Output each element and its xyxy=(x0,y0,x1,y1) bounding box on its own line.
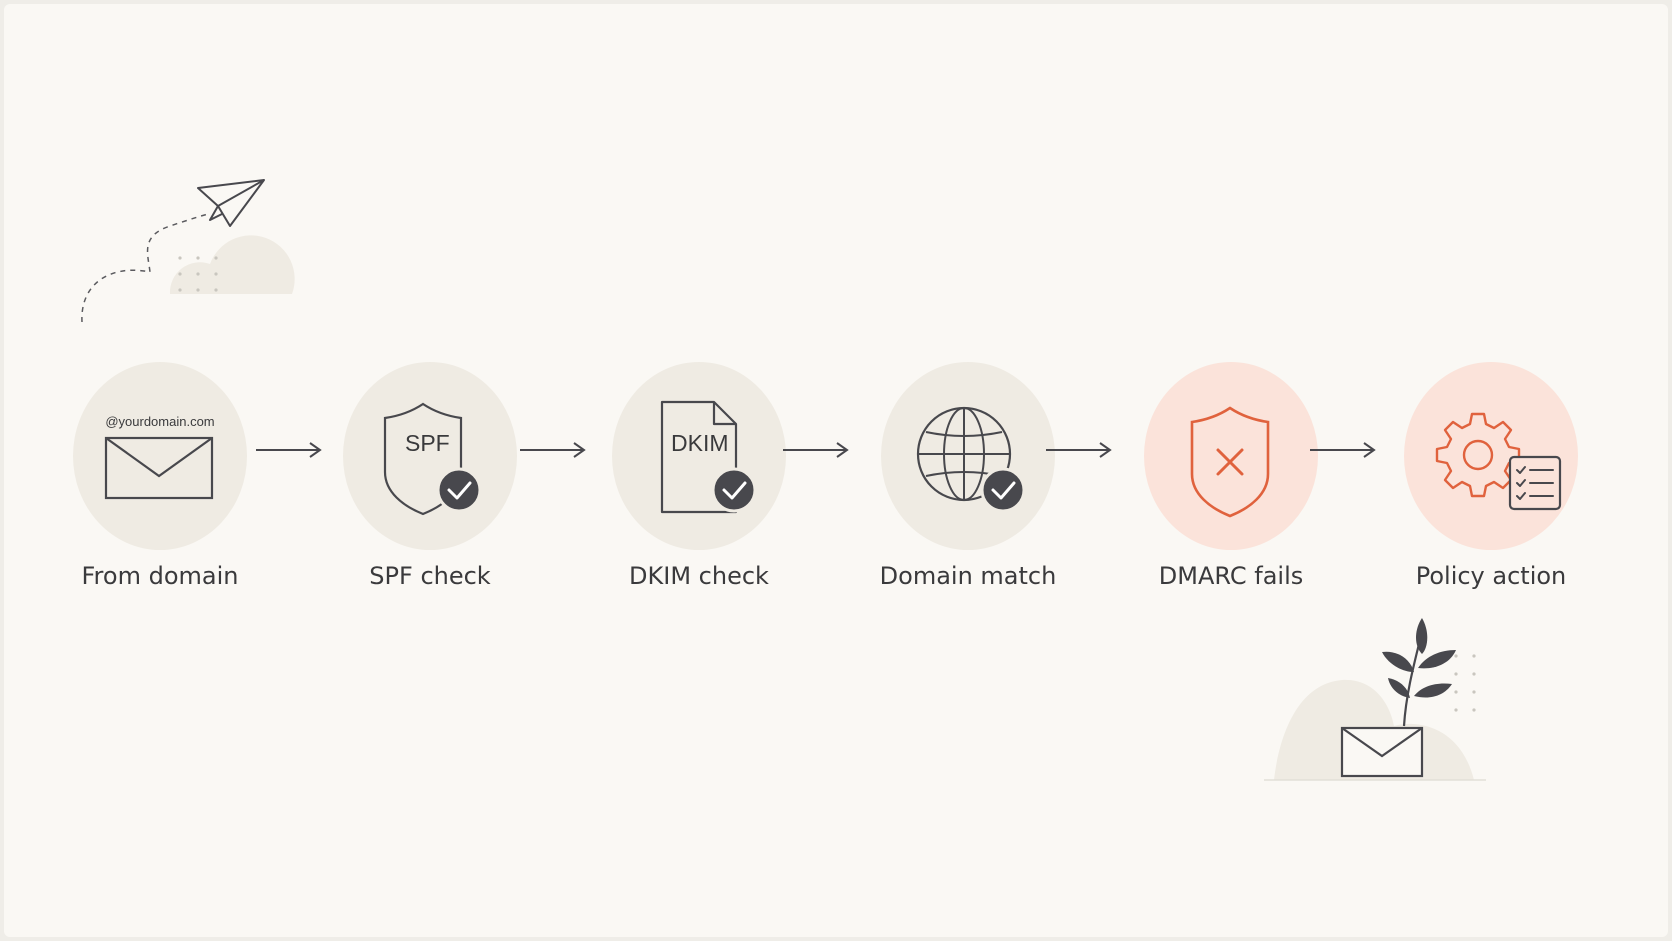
step-circle: @yourdomain.com xyxy=(73,362,247,550)
domain-tag: @yourdomain.com xyxy=(105,414,215,429)
shield-check-icon xyxy=(383,402,482,516)
arrow-icon xyxy=(783,442,849,458)
arrow-icon xyxy=(1310,442,1376,458)
step-label: Policy action xyxy=(1415,562,1567,590)
step-circle: DKIM xyxy=(612,362,786,550)
shield-x-icon xyxy=(1190,406,1270,518)
arrow-icon xyxy=(520,442,586,458)
arrow-icon xyxy=(1046,442,1112,458)
plant-envelope-icon xyxy=(1264,618,1486,781)
step-label: DKIM check xyxy=(629,562,769,590)
paper-plane-icon xyxy=(81,179,295,323)
step-circle-warning xyxy=(1404,362,1578,550)
step-label: Domain match xyxy=(879,562,1057,590)
step-label: DMARC fails xyxy=(1158,562,1304,590)
diagram-canvas: @yourdomain.com From domain SPF SPF chec… xyxy=(4,4,1668,937)
document-check-icon xyxy=(660,400,757,514)
gear-checklist-icon xyxy=(1435,412,1562,511)
globe-check-icon xyxy=(916,406,1026,513)
step-circle: SPF xyxy=(343,362,517,550)
arrow-icon xyxy=(256,442,322,458)
document-label: DKIM xyxy=(671,430,729,456)
step-circle xyxy=(881,362,1055,550)
step-label: SPF check xyxy=(369,562,491,590)
envelope-icon xyxy=(104,436,214,500)
step-label: From domain xyxy=(81,562,239,590)
step-circle-warning xyxy=(1144,362,1318,550)
shield-label: SPF xyxy=(405,430,450,456)
